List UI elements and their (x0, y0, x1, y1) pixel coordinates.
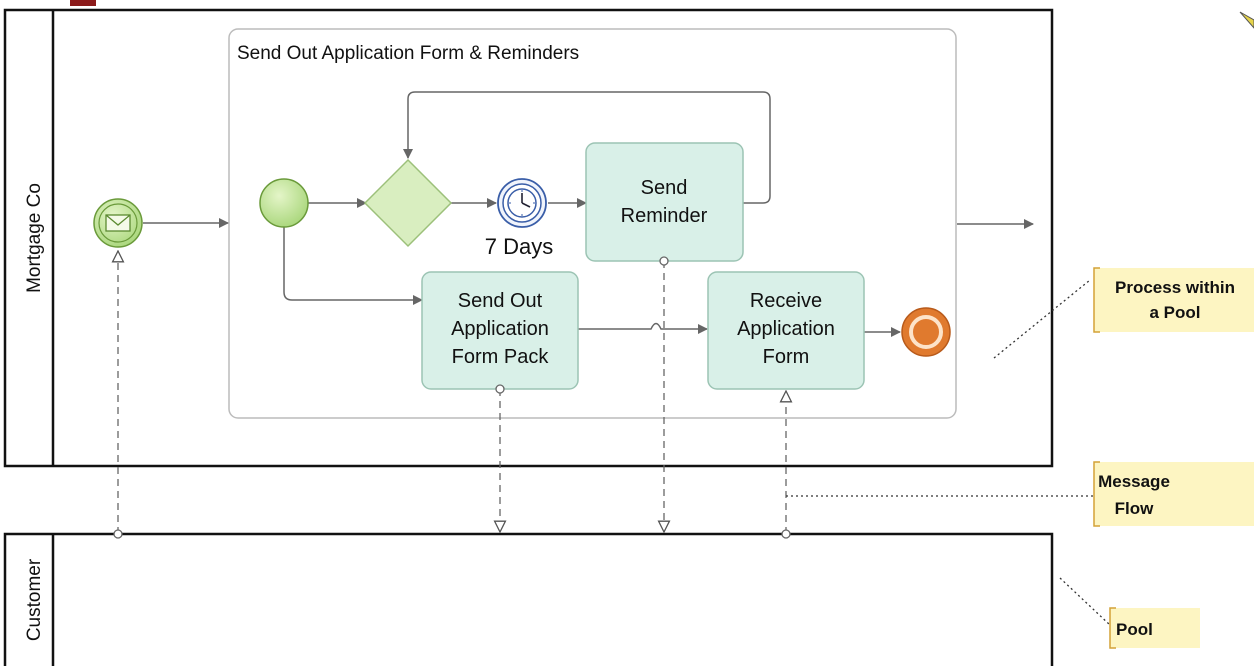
annotation-message-line-2: Flow (1115, 499, 1154, 518)
clock-icon (507, 188, 537, 218)
task-receive-form-line-3: Form (763, 346, 810, 368)
task-send-out-pack-line-2: Application (451, 318, 549, 340)
timer-event (497, 178, 547, 228)
task-send-reminder-line-2: Reminder (621, 205, 708, 227)
envelope-icon (105, 214, 131, 232)
annotation-process-line-1: Process within (1115, 278, 1235, 297)
message-start-event (93, 198, 143, 248)
subprocess: Send Out Application Form & Reminders (228, 28, 957, 419)
task-send-out-pack-line-3: Form Pack (452, 346, 550, 368)
annotation-pool: Pool (1109, 607, 1200, 649)
task-send-out-pack: Send Out Application Form Pack (421, 271, 579, 390)
end-event (901, 307, 951, 357)
message-flow-origins (113, 256, 791, 539)
annotation-process-line-2: a Pool (1149, 303, 1200, 322)
annotation-connectors (786, 279, 1111, 626)
pool-customer-label: Customer (24, 558, 45, 641)
task-receive-form: Receive Application Form (707, 271, 865, 390)
task-receive-form-line-2: Application (737, 318, 835, 340)
task-send-reminder-line-1: Send (641, 177, 688, 199)
task-send-out-pack-line-1: Send Out (458, 290, 543, 312)
annotation-message-line-1: Message (1098, 472, 1170, 491)
start-event (259, 178, 309, 228)
pool-mortgage-label: Mortgage Co (24, 183, 45, 293)
annotation-message-flow: Message Flow (1093, 461, 1254, 527)
task-send-reminder: Send Reminder (585, 142, 744, 262)
pool-mortgage-co: Mortgage Co (3, 8, 1054, 468)
annotation-process-within-pool: Process within a Pool (1093, 267, 1254, 333)
timer-label: 7 Days (485, 234, 553, 259)
message-flows (118, 251, 786, 534)
pool-customer: Customer (3, 532, 1054, 666)
cropped-decoration (70, 0, 1254, 29)
sequence-flows (143, 91, 1034, 337)
annotation-pool-line-1: Pool (1116, 620, 1153, 639)
gateway (363, 158, 453, 248)
task-receive-form-line-1: Receive (750, 290, 822, 312)
subprocess-title: Send Out Application Form & Reminders (237, 43, 579, 64)
